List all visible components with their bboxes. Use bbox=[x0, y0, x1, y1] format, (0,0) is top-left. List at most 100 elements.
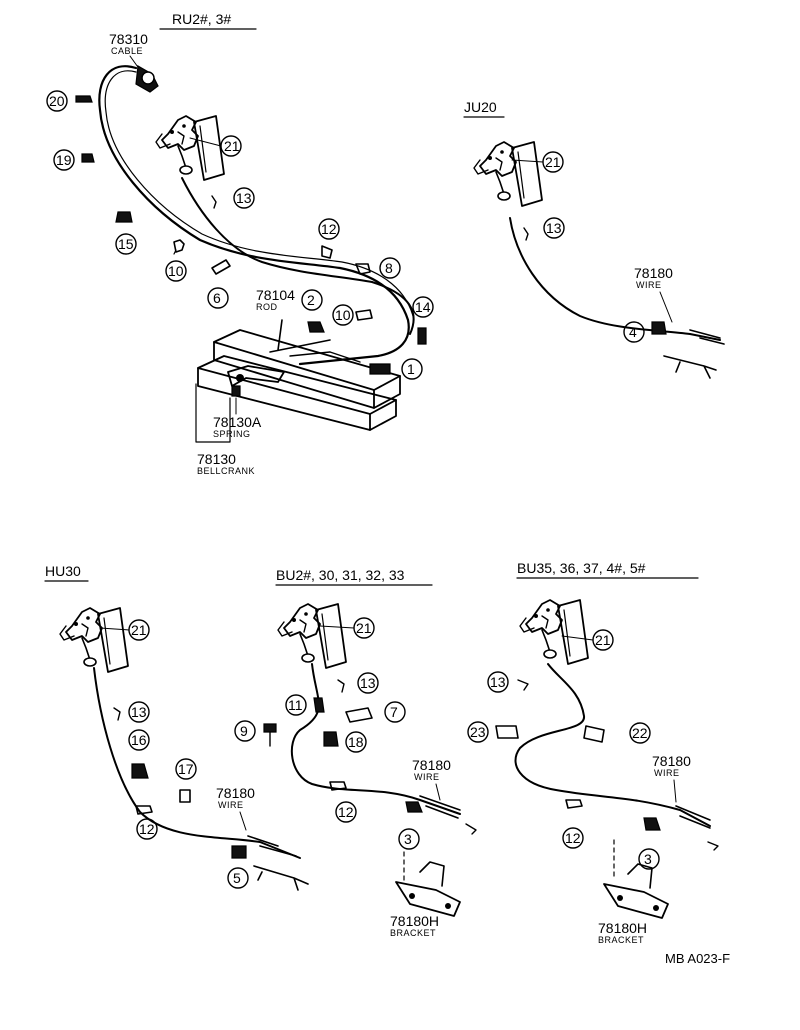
svg-text:13: 13 bbox=[236, 190, 252, 206]
svg-text:10: 10 bbox=[335, 307, 351, 323]
callout-13: 13 bbox=[523, 217, 565, 241]
bracket-78180h bbox=[603, 863, 669, 919]
callout-13: 13 bbox=[337, 672, 379, 694]
wire-78180 bbox=[514, 663, 711, 827]
wire-part-number: 78180 bbox=[634, 265, 673, 281]
cable-part-number: 78310 bbox=[109, 31, 148, 47]
svg-text:8: 8 bbox=[385, 260, 393, 276]
svg-text:11: 11 bbox=[288, 697, 303, 713]
callout-13: 13 bbox=[487, 671, 529, 693]
callout-8: 8 bbox=[355, 257, 401, 279]
section-ru: RU2#, 3# 78310 CABLE 21 78104 ROD bbox=[46, 11, 434, 476]
bracket-part-label: BRACKET bbox=[390, 928, 436, 938]
svg-text:23: 23 bbox=[470, 724, 486, 740]
callout-3: 3 bbox=[638, 817, 661, 870]
callout-12: 12 bbox=[329, 781, 357, 823]
svg-text:12: 12 bbox=[565, 830, 581, 846]
callout-3: 3 bbox=[398, 801, 423, 850]
cable-end-knob bbox=[135, 65, 159, 93]
section-bu2: BU35, 36, 37, 4#, 5# 21 13 23 22 78180 W… bbox=[467, 560, 719, 945]
callout-5: 5 bbox=[227, 845, 249, 889]
callout-12: 12 bbox=[562, 799, 584, 849]
callout-13: 13 bbox=[113, 701, 150, 723]
svg-text:4: 4 bbox=[629, 324, 637, 340]
callout-10-left: 10 bbox=[165, 239, 187, 282]
wire-78180 bbox=[291, 663, 461, 815]
section-header-hu: HU30 bbox=[45, 563, 81, 579]
section-ju: JU20 21 13 78180 WIRE 4 bbox=[463, 99, 725, 379]
section-bu1: BU2#, 30, 31, 32, 33 21 13 11 7 9 bbox=[234, 567, 477, 938]
bellcrank-part-number: 78130 bbox=[197, 451, 236, 467]
section-header-bu2: BU35, 36, 37, 4#, 5# bbox=[517, 560, 646, 576]
callout-19: 19 bbox=[53, 149, 95, 171]
cable-part-label: CABLE bbox=[111, 46, 143, 56]
svg-text:7: 7 bbox=[390, 704, 398, 720]
callout-12: 12 bbox=[318, 218, 340, 259]
callout-16: 16 bbox=[128, 729, 150, 779]
bracket-78180h bbox=[395, 861, 461, 917]
callout-7: 7 bbox=[345, 701, 406, 723]
wire-part-label: WIRE bbox=[636, 280, 662, 290]
callout-4: 4 bbox=[623, 321, 667, 343]
wire-78180 bbox=[93, 667, 301, 859]
callout-17: 17 bbox=[175, 758, 197, 803]
svg-text:21: 21 bbox=[131, 622, 147, 638]
svg-text:1: 1 bbox=[407, 361, 415, 377]
svg-text:22: 22 bbox=[632, 725, 648, 741]
bellcrank-part-label: BELLCRANK bbox=[197, 466, 255, 476]
svg-text:21: 21 bbox=[595, 632, 611, 648]
callout-15: 15 bbox=[115, 211, 137, 255]
svg-text:12: 12 bbox=[139, 821, 155, 837]
svg-text:18: 18 bbox=[348, 734, 364, 750]
spring-part-label: SPRING bbox=[213, 429, 251, 439]
svg-text:3: 3 bbox=[404, 831, 412, 847]
svg-text:9: 9 bbox=[240, 723, 248, 739]
callout-2: 2 bbox=[301, 289, 325, 333]
section-header-ru: RU2#, 3# bbox=[172, 11, 231, 27]
svg-text:15: 15 bbox=[118, 236, 134, 252]
svg-text:10: 10 bbox=[168, 263, 184, 279]
rod-part-label: ROD bbox=[256, 302, 278, 312]
svg-text:20: 20 bbox=[49, 93, 65, 109]
svg-text:14: 14 bbox=[415, 299, 431, 315]
floor-crossmember bbox=[197, 329, 401, 431]
svg-text:17: 17 bbox=[178, 761, 194, 777]
svg-text:13: 13 bbox=[546, 220, 562, 236]
callout-21: 21 bbox=[224, 138, 240, 154]
callout-23: 23 bbox=[467, 721, 519, 743]
wire-end-bracket bbox=[253, 865, 309, 891]
wire-part-number: 78180 bbox=[652, 753, 691, 769]
callout-21: 21 bbox=[511, 151, 564, 173]
wire-part-label: WIRE bbox=[414, 772, 440, 782]
svg-text:21: 21 bbox=[356, 620, 372, 636]
wire-78180 bbox=[509, 217, 721, 341]
svg-text:21: 21 bbox=[545, 154, 561, 170]
section-hu: HU30 21 13 16 17 12 78180 bbox=[44, 563, 309, 891]
callout-22: 22 bbox=[583, 722, 651, 744]
callout-20: 20 bbox=[46, 90, 93, 112]
callout-13: 13 bbox=[211, 187, 255, 209]
callout-10-right: 10 bbox=[332, 304, 373, 326]
bracket-part-label: BRACKET bbox=[598, 935, 644, 945]
svg-text:12: 12 bbox=[321, 221, 337, 237]
bracket-part-number: 78180H bbox=[390, 913, 439, 929]
svg-text:13: 13 bbox=[131, 704, 147, 720]
svg-text:6: 6 bbox=[213, 290, 221, 306]
callout-11: 11 bbox=[285, 694, 325, 716]
svg-text:5: 5 bbox=[233, 870, 241, 886]
rod-part-number: 78104 bbox=[256, 287, 295, 303]
callout-21: 21 bbox=[99, 619, 150, 641]
callout-9: 9 bbox=[234, 720, 277, 747]
svg-text:3: 3 bbox=[644, 851, 652, 867]
section-header-ju: JU20 bbox=[464, 99, 497, 115]
callout-6: 6 bbox=[207, 259, 231, 309]
callout-12: 12 bbox=[135, 805, 158, 840]
callout-1: 1 bbox=[369, 358, 423, 380]
wire-part-label: WIRE bbox=[218, 800, 244, 810]
wire-part-number: 78180 bbox=[216, 785, 255, 801]
callout-14: 14 bbox=[412, 296, 434, 345]
wire-end-bracket bbox=[663, 355, 717, 379]
svg-text:12: 12 bbox=[338, 804, 354, 820]
wire-part-label: WIRE bbox=[654, 768, 680, 778]
